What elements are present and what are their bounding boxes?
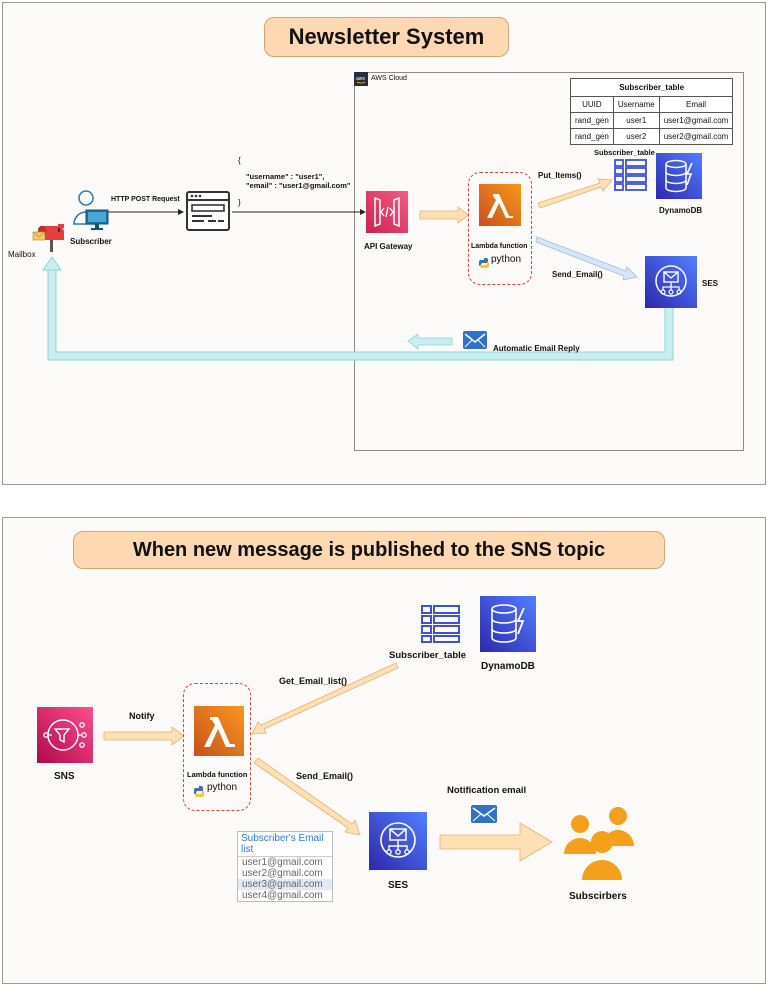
subscriber-user-icon	[72, 190, 112, 234]
subscriber-email-list: Subscriber's Email list user1@gmail.com …	[237, 831, 333, 902]
browser-to-api-head	[360, 209, 366, 215]
table-header: UUID	[570, 96, 614, 113]
python-logo-icon	[479, 255, 489, 268]
lambda-icon	[479, 184, 521, 226]
sns-icon	[37, 707, 93, 763]
api-gateway-icon	[366, 191, 408, 233]
dynamodb-icon	[656, 153, 702, 199]
dynamodb-icon-bottom	[480, 596, 536, 652]
aws-cloud-label: AWS Cloud	[371, 75, 407, 82]
dynamodb-label-bottom: DynamoDB	[481, 661, 535, 672]
json-line: {	[238, 156, 241, 165]
notification-email-label: Notification email	[447, 785, 527, 796]
lambda-label: Lambda function	[471, 243, 528, 250]
ses-icon	[645, 256, 697, 308]
ses-icon-bottom	[369, 812, 427, 870]
newsletter-title: Newsletter System	[264, 17, 509, 57]
send-email-label-bottom: Send_Email()	[296, 771, 354, 781]
sns-flow-panel	[2, 517, 766, 984]
api-to-lambda-arrow	[419, 206, 469, 224]
get-email-list-label: Get_Email_list()	[279, 676, 348, 686]
table-cell: user1@gmail.com	[658, 112, 734, 129]
python-logo-icon-bottom	[194, 784, 205, 797]
svg-text:aws: aws	[356, 76, 365, 82]
ses-label: SES	[702, 279, 719, 288]
lambda-dashed-group	[468, 172, 532, 285]
python-label: python	[491, 254, 522, 265]
put-items-label: Put_Items()	[538, 171, 582, 180]
table-icon-label: Subscriber_table	[594, 148, 655, 157]
sns-label: SNS	[54, 771, 75, 782]
sns-flow-title: When new message is published to the SNS…	[73, 531, 665, 569]
web-form-icon	[186, 190, 230, 234]
mailbox-icon	[32, 222, 66, 252]
reply-arrow-head	[42, 256, 62, 271]
aws-logo-icon: aws	[354, 72, 368, 86]
table-cell: user2	[612, 128, 660, 145]
table-label-bottom: Subscriber_table	[389, 650, 467, 661]
list-item[interactable]: user3@gmail.com	[238, 879, 332, 890]
json-line: "email" : "user1@gmail.com"	[246, 181, 351, 190]
table-cell: user2@gmail.com	[658, 128, 734, 145]
put-items-arrow	[537, 178, 613, 209]
http-arrow-head	[178, 209, 184, 215]
subscribers-label: Subscirbers	[569, 891, 627, 902]
auto-reply-label: Automatic Email Reply	[493, 344, 580, 353]
table-cell: rand_gen	[570, 112, 614, 129]
list-item[interactable]: user2@gmail.com	[242, 868, 323, 879]
table-list-icon-bottom	[421, 604, 461, 644]
json-line: }	[238, 198, 241, 207]
lambda-label-bottom: Lambda function	[187, 770, 248, 779]
python-label-bottom: python	[207, 782, 238, 793]
table-cell: rand_gen	[570, 128, 614, 145]
reply-path-inner	[48, 270, 673, 360]
table-header: Email	[658, 96, 734, 113]
reply-small-arrow	[407, 333, 453, 350]
notification-arrow	[439, 822, 553, 862]
top-connectors	[42, 178, 674, 361]
list-item[interactable]: user4@gmail.com	[242, 890, 323, 901]
email-list-header: Subscriber's Email list	[238, 832, 332, 857]
get-email-list-arrow	[251, 662, 399, 735]
send-email-arrow-bottom	[253, 757, 361, 836]
mailbox-label: Mailbox	[8, 250, 36, 259]
dynamodb-label: DynamoDB	[659, 206, 703, 215]
api-gateway-label: API Gateway	[364, 242, 413, 251]
notify-arrow	[103, 726, 185, 746]
list-item[interactable]: user1@gmail.com	[242, 857, 323, 868]
send-email-label: Send_Email()	[552, 270, 603, 279]
subscriber-table: Subscriber_table UUID Username Email ran…	[569, 78, 734, 145]
subscribers-group-icon	[562, 804, 642, 880]
subscriber-label: Subscriber	[70, 237, 112, 246]
ses-label-bottom: SES	[388, 880, 409, 891]
json-line: "username" : "user1",	[246, 172, 325, 181]
table-row: rand_gen user2 user2@gmail.com	[570, 128, 734, 145]
table-list-icon	[614, 158, 648, 192]
lambda-icon-bottom	[194, 706, 244, 756]
notification-envelope-icon	[470, 804, 498, 824]
lambda-dashed-group-bottom	[183, 683, 251, 811]
http-post-label: HTTP POST Request	[111, 196, 180, 203]
email-envelope-icon	[462, 330, 488, 350]
send-email-arrow	[535, 236, 638, 281]
notify-label: Notify	[129, 711, 155, 721]
table-header: Username	[612, 96, 660, 113]
